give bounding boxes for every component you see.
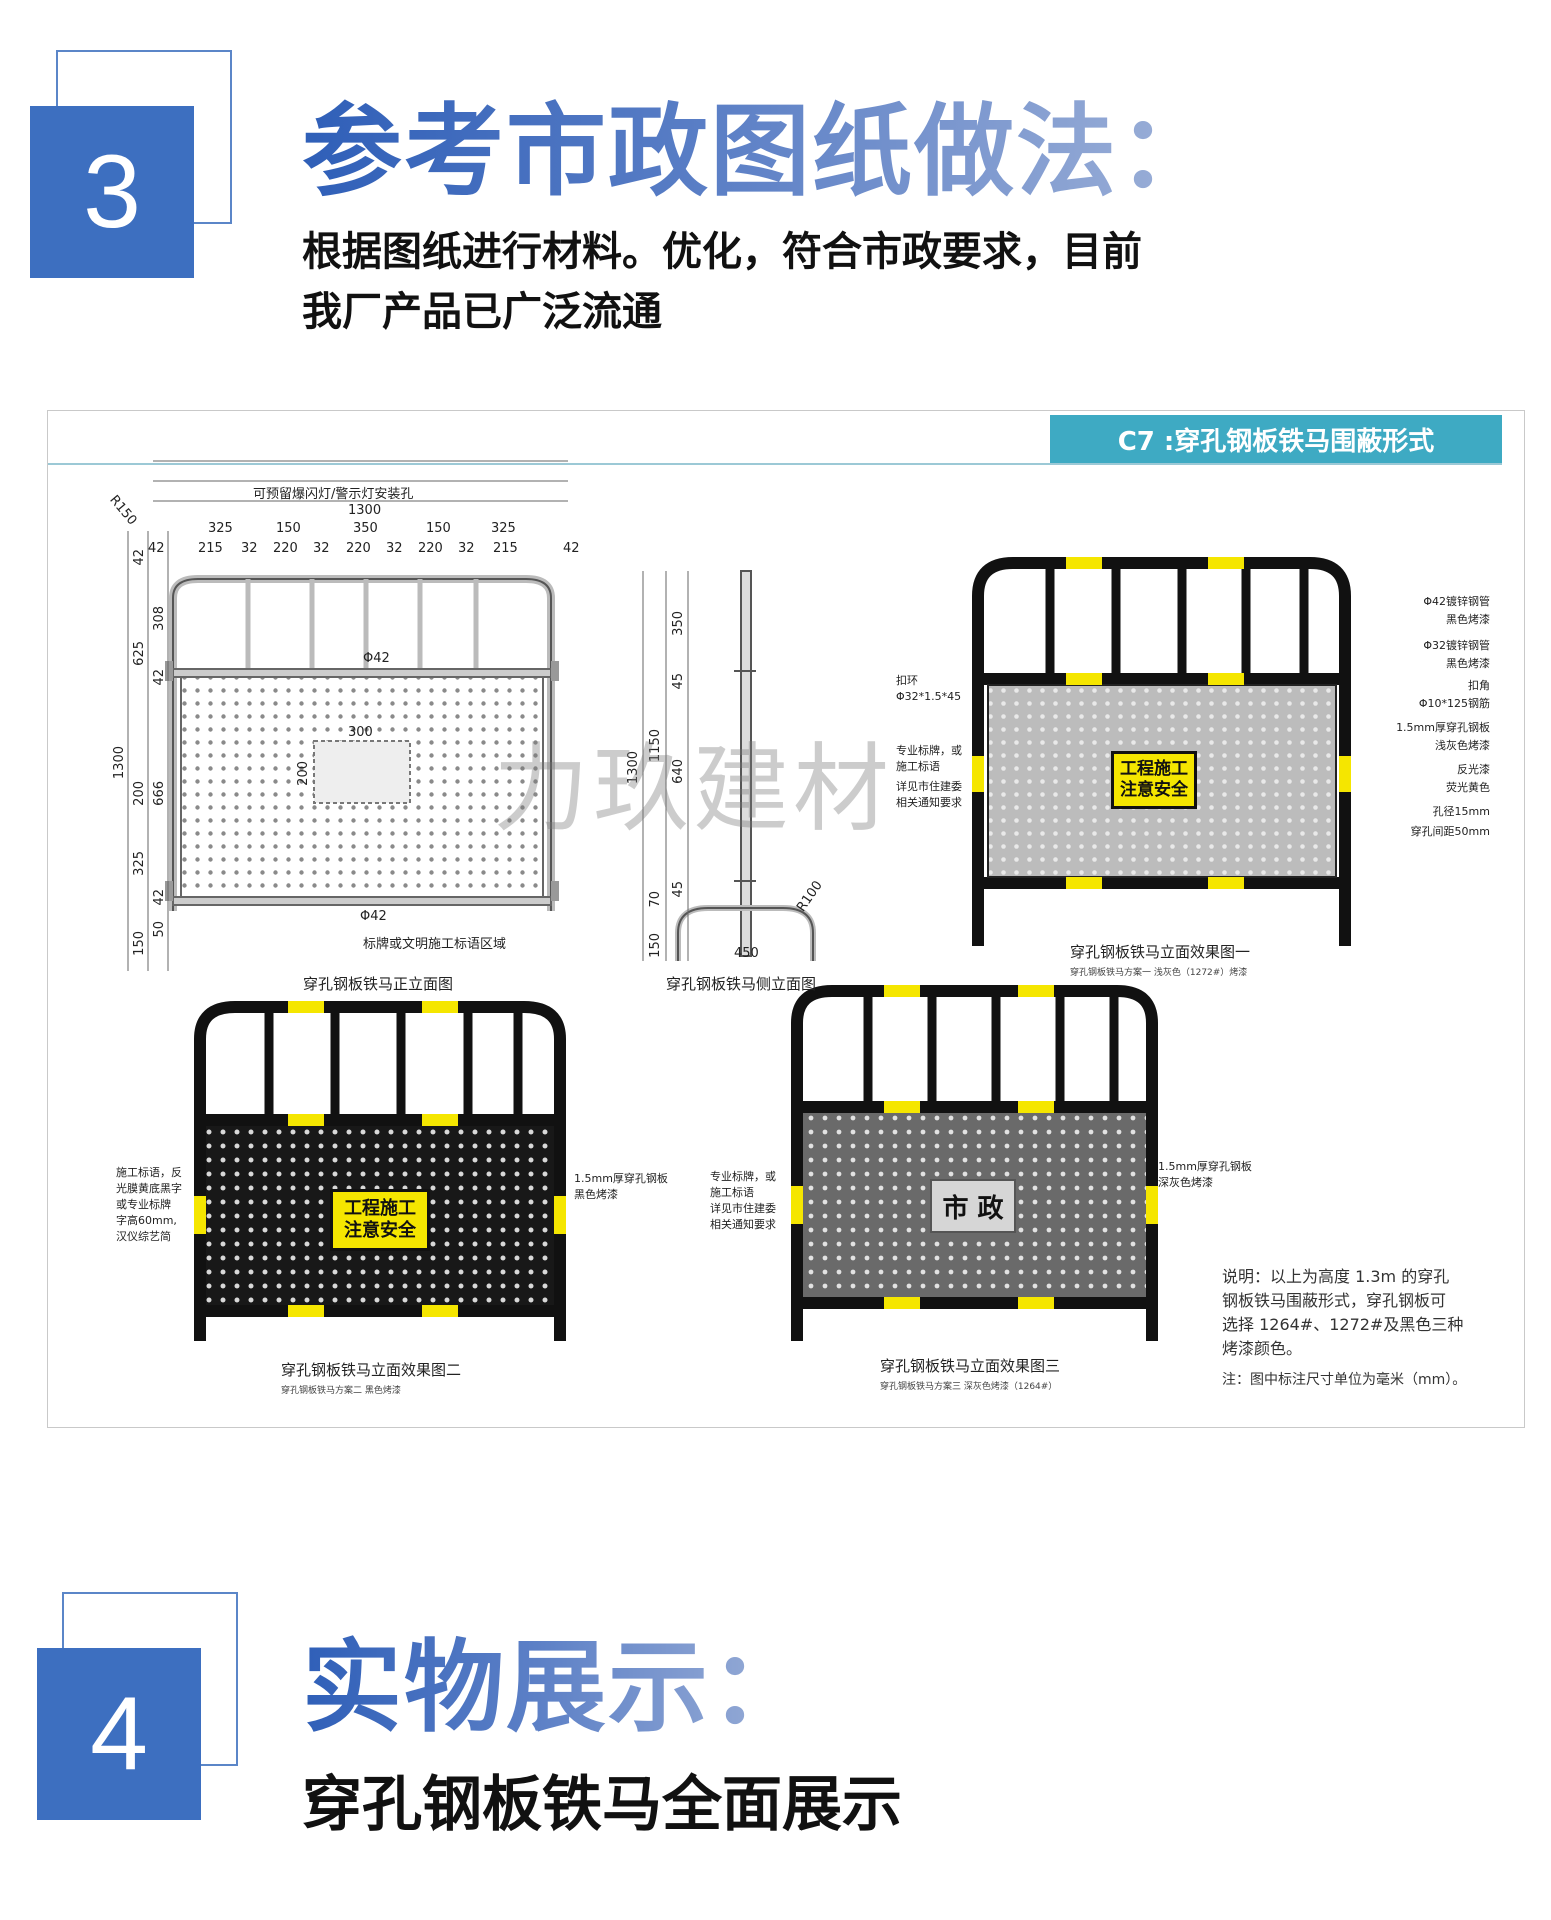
side-view-drawing (642, 570, 816, 961)
effect-1-right-note-2: Φ32镀锌钢管 (1423, 639, 1490, 652)
front-left-dim-3: 42 (152, 669, 167, 686)
section-title: 实物展示： (302, 1628, 812, 1746)
effect-1-left-note-3: 施工标语 (896, 760, 940, 773)
effect-1-drawing (972, 557, 1351, 946)
effect-1-sign: 工程施工 注意安全 (1111, 751, 1197, 809)
side-dim-0: 350 (671, 611, 686, 636)
effect-3-sub: 穿孔钢板铁马方案三 深灰色烤漆（1264#） (880, 1382, 1058, 1392)
effect-1-right-note-3: 黑色烤漆 (1446, 657, 1490, 670)
effect-3-caption: 穿孔钢板铁马立面效果图三 (880, 1357, 1061, 1375)
effect-2-left-note: 施工标语，反 光膜黄底黑字 或专业标牌 字高60mm, 汉仪综艺简 (116, 1166, 182, 1243)
front-dim-row2-10: 42 (563, 541, 580, 556)
sheet-header-rule (48, 463, 1502, 465)
effect-1-left-note-4: 详见市住建委 (896, 780, 962, 793)
front-dim-row2-4: 32 (313, 541, 330, 556)
front-left-dim-1: 308 (152, 606, 167, 631)
front-left-dim-8: 42 (152, 889, 167, 906)
front-dim-row1-2: 350 (353, 521, 378, 536)
effect-1-right-note-8: 反光漆 (1457, 763, 1490, 776)
sheet-title-tag: C7 :穿孔钢板铁马围蔽形式 (1050, 415, 1502, 463)
front-dim-row2-0: 42 (148, 541, 165, 556)
front-dim-row2-2: 32 (241, 541, 258, 556)
front-dim-row1-1: 150 (276, 521, 301, 536)
side-dim-7: 150 (648, 933, 663, 958)
front-dim-row2-7: 220 (418, 541, 443, 556)
effect-1-right-note-1: 黑色烤漆 (1446, 613, 1490, 626)
effect-3-sign: 市 政 (930, 1179, 1016, 1233)
section-number: 4 (37, 1648, 201, 1820)
effect-1-left-note-0: 扣环 (896, 674, 918, 687)
front-left-dim-7: 325 (132, 851, 147, 876)
front-top-note: 可预留爆闪灯/警示灯安装孔 (253, 487, 414, 502)
front-dim-row1-4: 325 (491, 521, 516, 536)
effect-1-left-note-5: 相关通知要求 (896, 796, 962, 809)
front-window-h: 200 (296, 761, 311, 786)
side-base-dim: 450 (734, 946, 759, 961)
front-total-dim: 1300 (348, 503, 382, 518)
front-window-w: 300 (348, 725, 373, 740)
effect-1-right-note-6: 1.5mm厚穿孔钢板 (1396, 721, 1490, 734)
drawing-sheet: C7 :穿孔钢板铁马围蔽形式 (47, 410, 1525, 1428)
front-dim-row2-8: 32 (458, 541, 475, 556)
effect-3-left-note: 专业标牌，或 施工标语 详见市住建委 相关通知要求 (710, 1170, 776, 1231)
front-pipe-bottom: Φ42 (360, 909, 387, 924)
front-left-dim-6: 666 (152, 781, 167, 806)
effect-1-right-note-9: 荧光黄色 (1446, 781, 1490, 794)
front-left-dim-2: 625 (132, 641, 147, 666)
front-left-dim-4: 1300 (112, 746, 127, 780)
effect-2-sign: 工程施工 注意安全 (330, 1189, 430, 1251)
front-pipe-top: Φ42 (363, 651, 390, 666)
side-dim-5: 45 (671, 881, 686, 898)
front-dim-row2-9: 215 (493, 541, 518, 556)
effect-3-right-note: 1.5mm厚穿孔钢板 深灰色烤漆 (1158, 1160, 1252, 1189)
front-view-drawing (127, 460, 568, 971)
effect-1-right-note-11: 穿孔间距50mm (1410, 825, 1490, 838)
front-dim-row2-3: 220 (273, 541, 298, 556)
watermark: 力玖建材 (493, 733, 893, 845)
effect-2-drawing (194, 1001, 566, 1341)
section-subtitle-line1: 根据图纸进行材料。优化，符合市政要求，目前 (302, 229, 1142, 275)
side-dim-6: 70 (648, 891, 663, 908)
effect-2-sub: 穿孔钢板铁马方案二 黑色烤漆 (281, 1386, 401, 1396)
effect-1-right-note-0: Φ42镀锌钢管 (1423, 595, 1490, 608)
side-dim-1: 45 (671, 673, 686, 690)
front-dim-row1-0: 325 (208, 521, 233, 536)
section-subtitle: 穿孔钢板铁马全面展示 (302, 1770, 902, 1840)
effect-3-drawing (791, 985, 1158, 1341)
effect-1-caption: 穿孔钢板铁马立面效果图一 (1070, 943, 1251, 961)
explanation-text: 说明：以上为高度 1.3m 的穿孔 钢板铁马围蔽形式，穿孔钢板可 选择 1264… (1222, 1267, 1464, 1358)
front-left-dim-5: 200 (132, 781, 147, 806)
front-left-dim-9: 150 (132, 931, 147, 956)
unit-note: 注：图中标注尺寸单位为毫米（mm）。 (1222, 1372, 1467, 1388)
front-view-caption: 穿孔钢板铁马正立面图 (303, 975, 454, 993)
effect-1-sub: 穿孔钢板铁马方案一 浅灰色（1272#）烤漆 (1070, 968, 1248, 978)
front-dim-row2-6: 32 (386, 541, 403, 556)
front-left-dim-0: 42 (132, 549, 147, 566)
effect-1-right-note-7: 浅灰色烤漆 (1435, 739, 1490, 752)
effect-2-right-note: 1.5mm厚穿孔钢板 黑色烤漆 (574, 1172, 668, 1201)
section-number: 3 (30, 106, 194, 278)
front-dim-row1-3: 150 (426, 521, 451, 536)
front-bottom-note: 标牌或文明施工标语区域 (363, 937, 507, 952)
front-dim-row2-5: 220 (346, 541, 371, 556)
front-dim-row2-1: 215 (198, 541, 223, 556)
front-left-dim-10: 50 (152, 921, 167, 938)
section-subtitle-line2: 我厂产品已广泛流通 (302, 289, 662, 335)
effect-1-right-note-5: Φ10*125钢筋 (1418, 697, 1490, 710)
effect-1-left-note-1: Φ32*1.5*45 (896, 690, 962, 703)
effect-1-right-note-4: 扣角 (1468, 679, 1490, 692)
effect-1-left-note-2: 专业标牌，或 (896, 744, 962, 757)
effect-2-caption: 穿孔钢板铁马立面效果图二 (281, 1361, 462, 1379)
effect-1-right-note-10: 孔径15mm (1432, 805, 1490, 818)
section-title: 参考市政图纸做法： (302, 92, 1220, 210)
side-view-caption: 穿孔钢板铁马侧立面图 (666, 975, 817, 993)
